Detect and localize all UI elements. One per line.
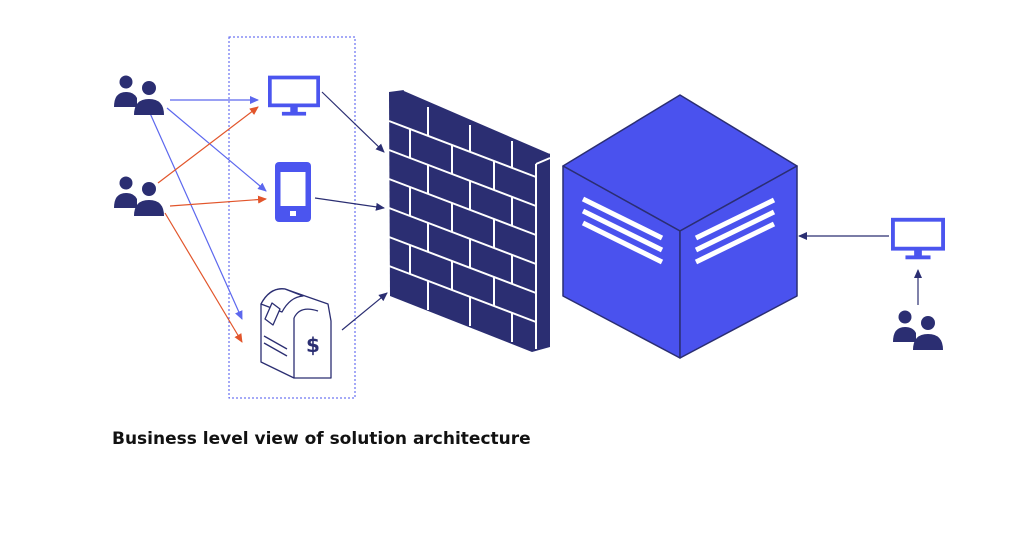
desktop-monitor-icon (268, 75, 320, 118)
mobile-phone-icon (275, 162, 311, 222)
channel-firewall-arrows (314, 91, 388, 331)
atm-dollar-symbol: $ (306, 333, 320, 357)
arrow-users-top-to-atm (148, 110, 243, 320)
desktop-monitor-icon (891, 217, 945, 262)
server-cube-icon (562, 94, 798, 359)
external-arrows (798, 232, 922, 305)
user-channel-arrows (148, 96, 267, 343)
arrow-users-mid-to-desktop (157, 106, 259, 184)
atm-machine-icon (260, 288, 332, 379)
diagram-caption: Business level view of solution architec… (112, 429, 531, 449)
channels-boundary (228, 36, 356, 399)
user-group-icon (114, 75, 164, 115)
arrow-users-mid-to-mobile (169, 195, 267, 207)
arrow-desktop-to-firewall (321, 91, 385, 153)
user-group-icon (114, 176, 164, 216)
firewall-brick-wall-icon (388, 89, 551, 352)
arrow-users-mid-to-atm (164, 212, 243, 343)
arrow-mobile-to-firewall (314, 197, 385, 211)
arrow-atm-to-firewall (341, 292, 388, 331)
arrow-users-top-to-mobile (166, 107, 267, 192)
user-group-icon (893, 310, 943, 350)
